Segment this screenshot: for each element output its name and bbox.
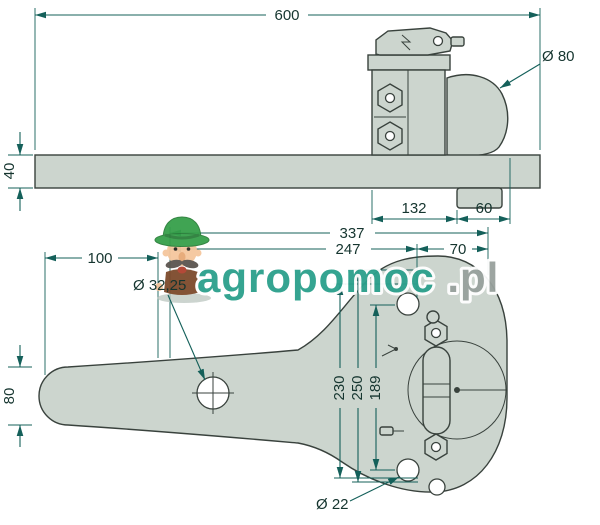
dim-label-ball: Ø 80 xyxy=(542,48,575,65)
mascot-hat-band xyxy=(164,233,200,240)
cotter-clip-eye xyxy=(394,347,398,351)
leader-line xyxy=(499,63,541,89)
plan-view xyxy=(38,255,508,496)
leader-line xyxy=(349,476,400,502)
towing-ball xyxy=(446,74,509,157)
mascot-nose xyxy=(178,252,186,262)
bolt-hole-upper xyxy=(384,92,396,104)
lever-pin xyxy=(450,36,465,47)
dim-overall-length: 600 xyxy=(34,7,541,150)
side-view xyxy=(34,27,541,209)
mascot-torso xyxy=(164,269,200,295)
watermark: agropomoc .pl xyxy=(154,216,501,304)
mascot-ear-left xyxy=(162,249,170,257)
dim-label-250: 250 xyxy=(349,375,366,400)
drawbar-beam xyxy=(34,154,541,189)
dim-label-132: 132 xyxy=(401,200,426,217)
lever-spring-mark xyxy=(400,34,412,51)
dim-label-40: 40 xyxy=(1,163,18,180)
dim-label-247: 247 xyxy=(335,241,360,258)
dim-bar-height: 40 xyxy=(1,132,33,211)
mascot-mustache-right xyxy=(181,259,199,269)
mascot-hand-left xyxy=(155,283,163,291)
dim-label-60: 60 xyxy=(476,200,493,217)
mount-hole-bottom-right xyxy=(428,478,446,496)
dim-label-189: 189 xyxy=(367,375,384,400)
dim-coupling-offsets: 132 60 xyxy=(371,158,511,224)
dim-label-small-hole: Ø 22 xyxy=(316,496,349,513)
mascot-ear-right xyxy=(194,249,202,257)
dim-ball-diameter: Ø 80 xyxy=(499,48,575,89)
dim-drawbar-width: 80 xyxy=(1,345,32,447)
dim-label-600: 600 xyxy=(274,7,299,24)
leader-line xyxy=(167,294,206,381)
mascot-eye-left xyxy=(173,247,178,251)
mascot-mouth xyxy=(177,266,187,274)
watermark-brand: agropomoc xyxy=(197,254,435,301)
mount-hole-bottom xyxy=(396,458,420,482)
small-stud-top xyxy=(426,310,440,324)
lever-pivot xyxy=(432,35,444,47)
mascot-hat-brim xyxy=(154,233,210,247)
mascot-hand-right xyxy=(201,283,209,291)
dim-main-hole: Ø 32,25 xyxy=(133,277,206,381)
dim-label-70: 70 xyxy=(450,241,467,258)
dim-label-230: 230 xyxy=(331,375,348,400)
watermark-text: agropomoc .pl xyxy=(197,254,499,301)
watermark-suffix: .pl xyxy=(447,254,499,301)
housing-center-dot xyxy=(454,387,460,393)
release-lever xyxy=(375,27,454,56)
dim-plan-vertical: 230 250 189 xyxy=(331,269,418,483)
dim-small-hole: Ø 22 xyxy=(316,476,400,513)
coupling-top-plate xyxy=(367,54,451,71)
bolt-hole-bottom xyxy=(430,441,442,453)
dim-label-80: 80 xyxy=(1,388,18,405)
dim-label-main-hole: Ø 32,25 xyxy=(133,277,186,294)
mascot-mustache-left xyxy=(165,259,183,269)
bolt-hole-top xyxy=(430,327,442,339)
dim-label-337: 337 xyxy=(339,225,364,242)
latch-handle xyxy=(422,346,451,435)
mount-hole-top xyxy=(396,292,420,316)
cotter-clip-bottom xyxy=(379,426,394,436)
dim-plan-horizontal: 337 247 70 100 xyxy=(44,225,489,375)
bolt-hole-lower xyxy=(384,130,396,142)
mascot-eye-right xyxy=(186,247,191,251)
dim-label-100: 100 xyxy=(87,250,112,267)
lower-bracket xyxy=(456,187,503,209)
